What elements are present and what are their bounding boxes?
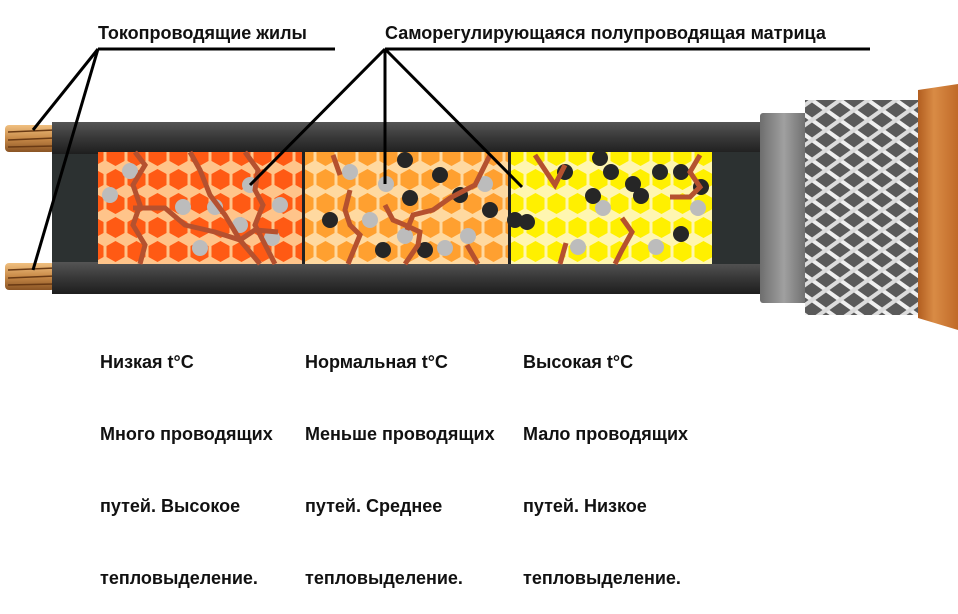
zone-normal-title: Нормальная t°C — [305, 352, 448, 372]
zone-normal-temp-description: Нормальная t°C Меньше проводящих путей. … — [305, 302, 495, 614]
zone-normal-line1: Меньше проводящих — [305, 424, 495, 444]
zone-high-line1: Мало проводящих — [523, 424, 689, 444]
zone-high-temp-description: Высокая t°C Мало проводящих путей. Низко… — [523, 302, 688, 614]
heating-cable-illustration — [5, 47, 958, 330]
zone-low-title: Низкая t°C — [100, 352, 194, 372]
copper-conductors — [5, 125, 56, 290]
zone-low-temp-description: Низкая t°C Много проводящих путей. Высок… — [100, 302, 273, 614]
zone-low-line3: тепловыделение. — [100, 568, 258, 588]
zone-low-line2: путей. Высокое — [100, 496, 241, 516]
callout-conductors-label: Токопроводящие жилы — [98, 23, 307, 43]
zone-low-line1: Много проводящих — [100, 424, 273, 444]
zone-high-title: Высокая t°C — [523, 352, 634, 372]
callout-matrix-label: Саморегулирующаяся полупроводящая матриц… — [385, 23, 826, 43]
zone-normal-line3: тепловыделение. — [305, 568, 463, 588]
zone-normal-line2: путей. Среднее — [305, 496, 443, 516]
zone-high-line3: тепловыделение. — [523, 568, 681, 588]
zone-high-line2: путей. Низкое — [523, 496, 647, 516]
